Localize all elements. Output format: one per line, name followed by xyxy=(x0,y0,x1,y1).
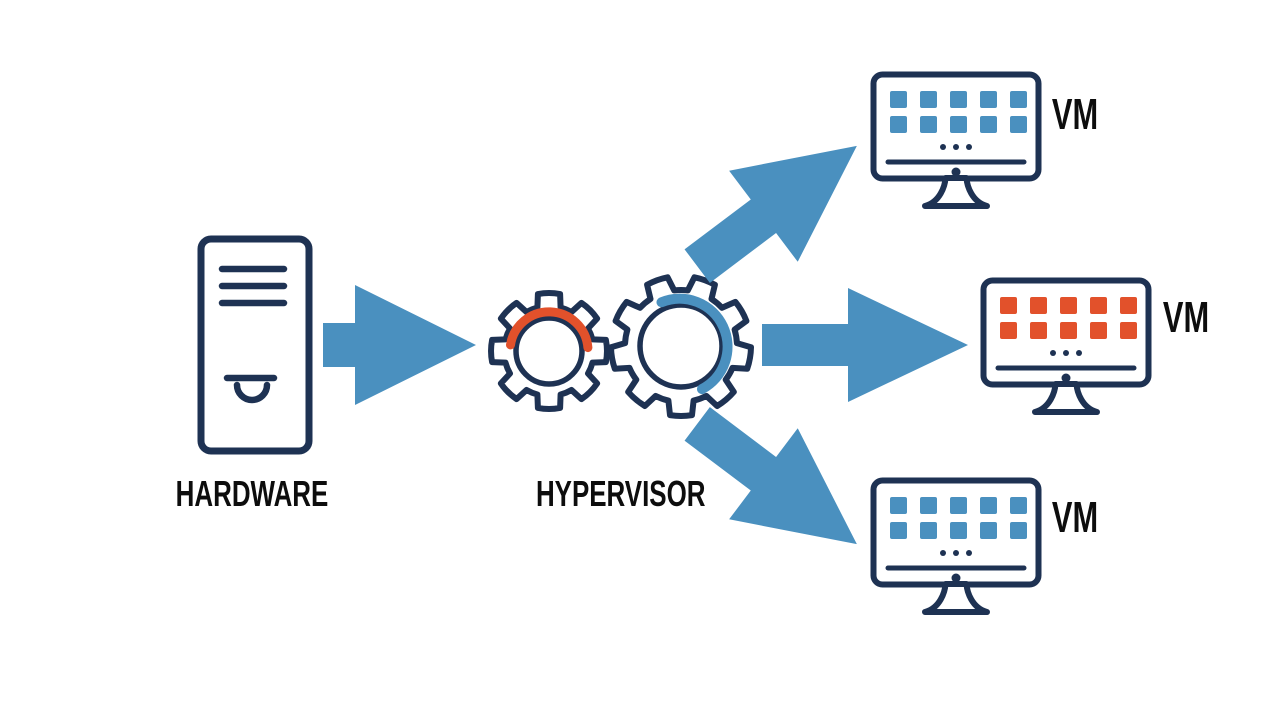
vm-screen-squares xyxy=(890,91,1027,133)
hypervisor-label: HYPERVISOR xyxy=(471,476,771,512)
gear-small-hub xyxy=(513,315,585,387)
monitor-dot xyxy=(940,144,946,150)
arrow-hypervisor-to-vm2-icon xyxy=(762,288,968,402)
server-tower-icon xyxy=(197,235,313,455)
block-arrow-shape xyxy=(684,407,857,545)
monitor-stand xyxy=(922,581,990,615)
gears-icon xyxy=(488,274,754,419)
block-arrow-shape xyxy=(323,285,476,405)
hardware-label: HARDWARE xyxy=(102,476,402,512)
hypervisor-label-text: HYPERVISOR xyxy=(536,473,706,514)
vm1-label: VM xyxy=(1005,93,1145,137)
vm3-label: VM xyxy=(1005,496,1145,540)
monitor-dot xyxy=(1063,350,1069,356)
arrow-hypervisor-to-vm1-icon xyxy=(684,145,857,283)
vm-screen-squares xyxy=(1000,297,1137,339)
vm1-label-text: VM xyxy=(1051,90,1099,139)
block-arrow-shape xyxy=(762,288,968,402)
server-handle-arc xyxy=(233,381,271,404)
monitor-power-dot xyxy=(1061,373,1071,383)
monitor-dot xyxy=(1050,350,1056,356)
monitor-dot xyxy=(953,550,959,556)
monitor-dot xyxy=(966,144,972,150)
monitor-dot xyxy=(940,550,946,556)
vm3-label-text: VM xyxy=(1051,493,1099,542)
arrow-hypervisor-to-vm3-icon xyxy=(684,407,857,545)
monitor-power-dot xyxy=(951,167,961,177)
monitor-stand xyxy=(922,175,990,209)
vm2-label: VM xyxy=(1116,296,1256,340)
monitor-dot xyxy=(966,550,972,556)
monitor-power-dot xyxy=(951,573,961,583)
monitor-icon xyxy=(870,477,1042,615)
monitor-icon xyxy=(980,277,1152,415)
server-case xyxy=(197,235,313,455)
arrow-hardware-to-hypervisor-icon xyxy=(323,285,476,405)
hardware-label-text: HARDWARE xyxy=(175,473,329,514)
gear-small-accent-arc xyxy=(506,307,593,353)
monitor-icon xyxy=(870,71,1042,209)
monitor-dot xyxy=(953,144,959,150)
monitor-dot xyxy=(1076,350,1082,356)
block-arrow-shape xyxy=(684,145,857,283)
gear-large-accent-arc xyxy=(656,293,733,395)
vm2-label-text: VM xyxy=(1162,293,1210,342)
gear-large-hub xyxy=(637,302,725,390)
monitor-stand xyxy=(1032,381,1100,415)
vm-screen-squares xyxy=(890,497,1027,539)
